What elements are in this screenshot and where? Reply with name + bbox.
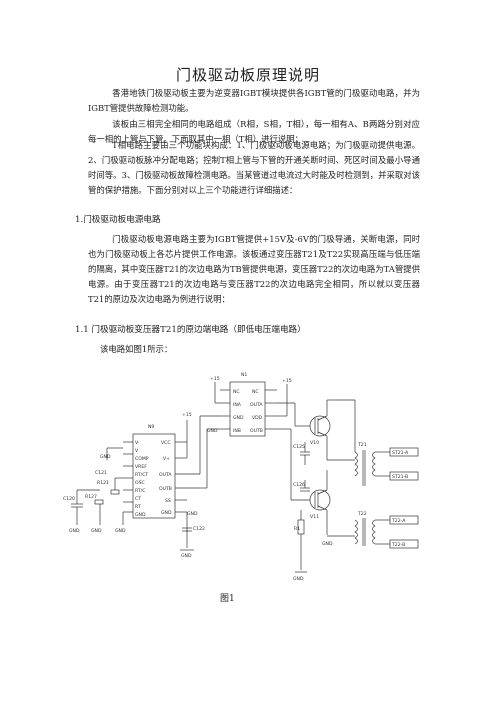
resistor-r121-label: R121 [97,480,109,486]
rail-15v-c: +15 [282,378,292,384]
gnd-label-n1: GND [207,428,218,434]
n1-pin-inb: INB [233,428,241,434]
gnd-label-left1: GND [69,528,80,534]
mosfet-v10-symbol [309,415,331,437]
mosfet-v11-symbol [309,489,331,511]
n9-pin-l3: COMP [135,456,149,462]
resistor-r127-label: R127 [85,494,97,500]
n9-pin-r1: VCC [161,440,171,446]
gnd-label-v11: GND [322,541,333,547]
cap-c122-label: C122 [193,526,205,532]
section-1-heading: 1.门极驱动板电源电路 [75,215,161,225]
n9-pin-r6: GND [161,510,172,516]
cap-c120-label: C120 [63,496,75,502]
intro-paragraph-3: T相电路主要由三个功能块构成：1、门极驱动板电源电路；为门极驱动提供电源。2、门… [88,138,420,198]
n9-pin-l1: V- [135,440,140,446]
connector-t22-b: T22-B [391,542,405,548]
gnd-label-vref: GND [100,454,111,460]
cap-c126-label: C126 [293,482,305,488]
gnd-label-left2: GND [91,528,102,534]
n1-chip-body [229,381,266,437]
intro-paragraph-1: 香港地铁门极驱动板主要为逆变器IGBT模块提供各IGBT管的门极驱动电路，并为I… [88,86,420,116]
n1-pin-nc-left: NC [233,389,240,395]
n9-pin-l2: V [135,448,139,454]
n1-pin-gnd: GND [233,415,244,421]
section-1-1-heading: 1.1 门极驱动板变压器T21的原边端电路（即低电压端电路） [75,325,306,335]
n9-pin-r3: OUTA [159,472,172,478]
n9-pin-l6: OSC [135,480,145,486]
transformer-t22-label: T22 [357,511,367,517]
n1-pin-nc-right: NC [252,389,259,395]
cap-c121-label: C121 [95,470,107,476]
intro-text-2: 该板由三相完全相同的电路组成（R相，S相，T相），每一相有A、B两路分别对应每一… [88,119,420,144]
n9-pin-l5: RT/CT [135,472,148,478]
figure-caption: 图1 [220,594,235,604]
n9-pin-l8: CT [135,496,141,502]
mosfet-v10-label: V10 [310,440,319,446]
intro-paragraph-2: 该板由三相完全相同的电路组成（R相，S相，T相），每一相有A、B两路分别对应每一… [88,117,420,147]
section-1-1-text: 该电路如图1所示： [100,344,173,354]
connector-t22-a: T22-A [391,518,406,524]
n9-pin-l10: GND [135,512,146,518]
gnd-label-bottom: GND [181,553,192,559]
gnd-label-r1: GND [293,576,304,582]
rail-15v-a: +15 [182,412,192,418]
rail-15v-b: +15 [210,376,220,382]
page-title: 门极驱动板原理说明 [175,66,320,84]
cap-c125-label: C125 [293,444,305,450]
n9-pin-r5: SS [165,498,171,504]
n1-label: N1 [241,372,247,378]
n1-pin-ina: INA [233,402,242,408]
n9-pin-l4: VREF [135,464,147,470]
gnd-label-left3: GND [115,528,126,534]
section-1-paragraph: 门极驱动板电源电路主要为IGBT管提供+15V及-6V的门极导通，关断电源，同时… [88,232,420,307]
n9-chip-body [132,433,176,519]
section-1-text: 门极驱动板电源电路主要为IGBT管提供+15V及-6V的门极导通，关断电源，同时… [88,234,420,304]
n9-pin-r2: V+ [163,456,170,462]
n1-pin-outb: OUTB [250,428,263,434]
n9-label: N9 [148,424,154,430]
mosfet-v11-label: V11 [310,514,319,520]
transformer-t21-label: T21 [357,442,367,448]
n1-pin-outa: OUTA [250,402,263,408]
gnd-label-n9: GND [187,511,198,517]
circuit-schematic: N1 NC NC INA OUTA GND VDD INB OUTB N9 V-… [63,372,419,582]
connector-st21-b: ST21-B [392,474,408,480]
connector-st21-a: ST21-A [392,450,409,456]
n9-pin-l7: RT/C [135,488,145,494]
intro-text-3: T相电路主要由三个功能块构成：1、门极驱动板电源电路；为门极驱动提供电源。2、门… [88,140,420,195]
intro-text-1: 香港地铁门极驱动板主要为逆变器IGBT模块提供各IGBT管的门极驱动电路，并为I… [88,88,420,113]
n9-pin-r4: OUTB [159,486,172,492]
n1-pin-vdd: VDD [252,415,263,421]
n9-pin-l9: RT [135,504,141,510]
resistor-r1-label: R1 [294,526,300,532]
